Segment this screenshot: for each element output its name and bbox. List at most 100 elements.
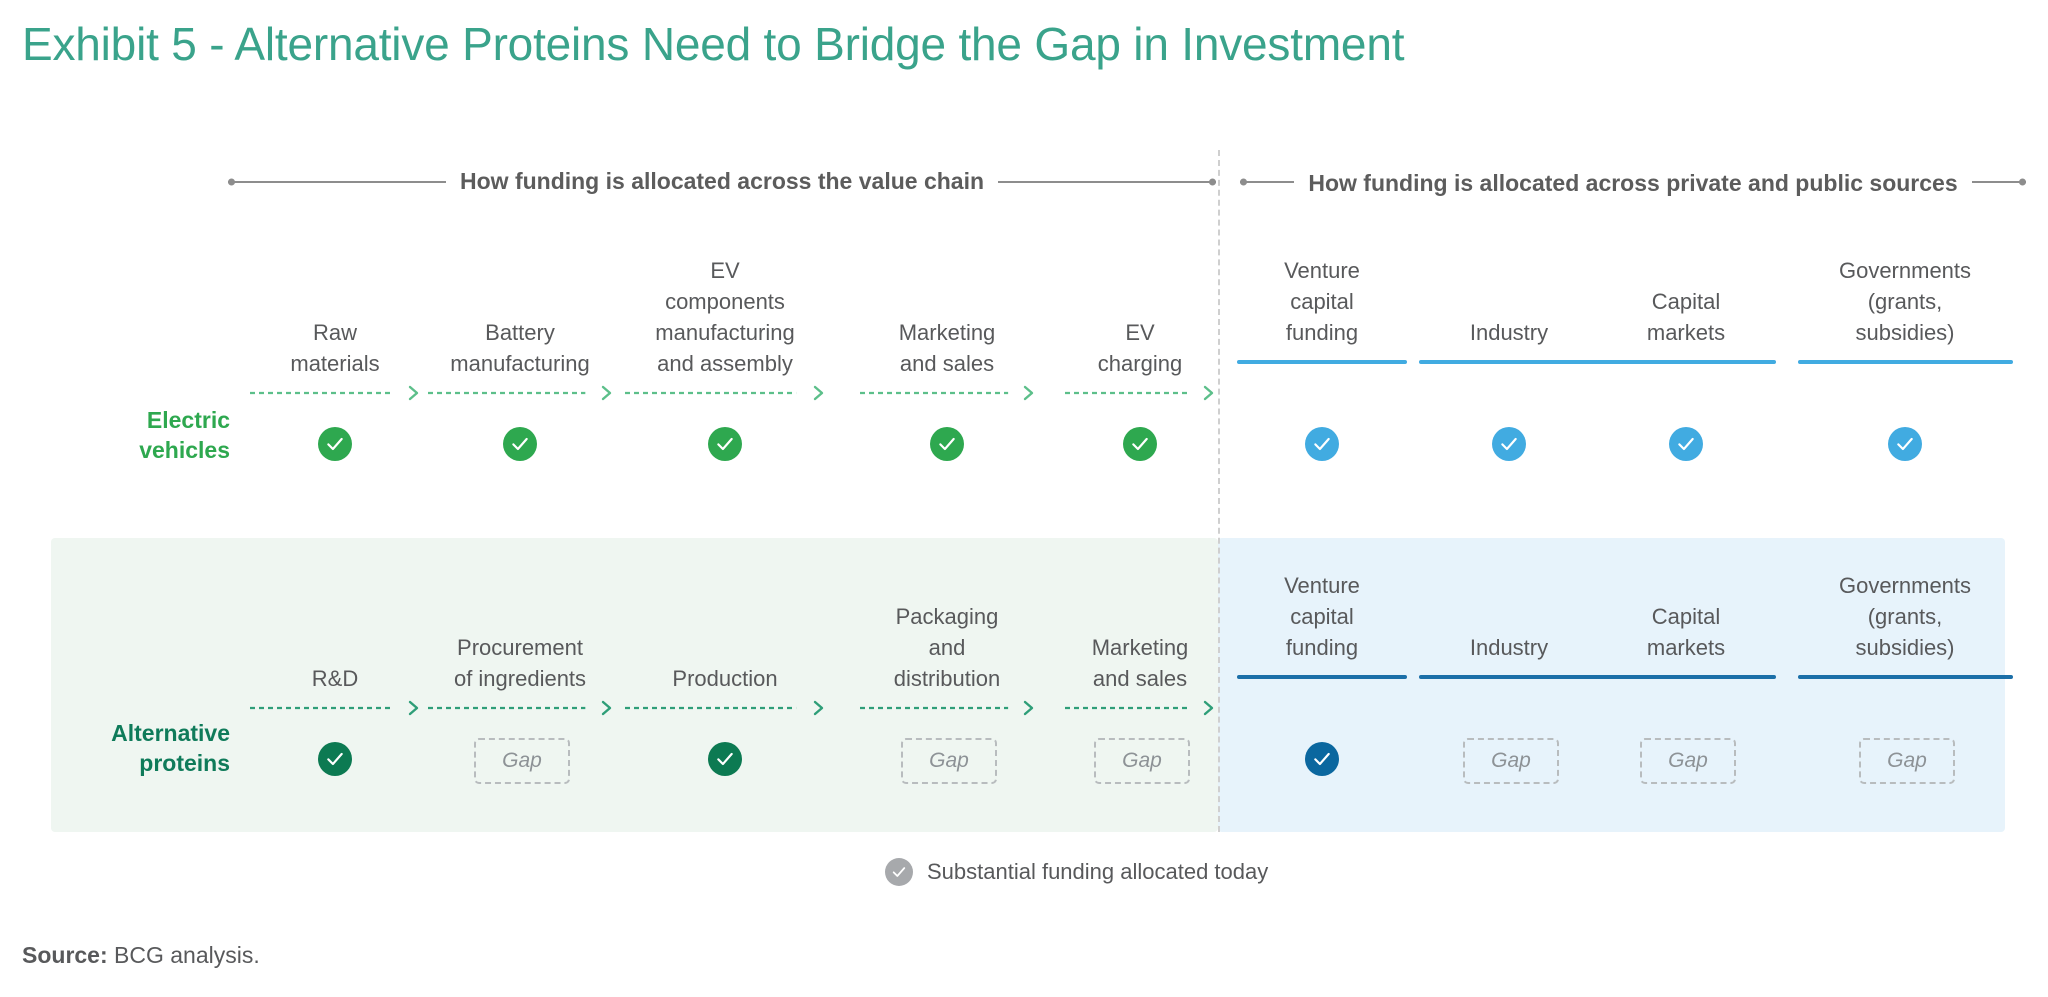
caption-line: and sales <box>899 351 995 376</box>
caption-line: subsidies) <box>1855 320 1955 345</box>
caption-line: markets <box>1646 320 1726 345</box>
gap-label: Gap <box>502 749 542 772</box>
column-caption: Governments (grants, subsidies) <box>1813 255 1998 348</box>
section-rule-left <box>1240 181 1295 183</box>
gap-label: Gap <box>1887 749 1927 772</box>
section-rule-right <box>1971 181 2026 183</box>
caption-line: manufacturing <box>655 320 795 345</box>
caption-line: funding <box>1285 320 1359 345</box>
caption-line: Venture <box>1284 573 1360 598</box>
caption-line: components <box>665 289 785 314</box>
source-text: BCG analysis. <box>107 942 260 968</box>
column-caption: Packaging and distribution <box>860 601 1035 694</box>
value-chain-arrow-icon <box>428 385 613 401</box>
caption-line: Capital <box>1651 289 1721 314</box>
column-caption: Marketing and sales <box>1065 632 1215 694</box>
source-underline <box>1797 675 2013 679</box>
caption-line: capital <box>1290 604 1354 629</box>
section-header-sources: How funding is allocated across private … <box>1240 168 2026 198</box>
column-alternative-proteins-src-3: Governments (grants, subsidies) <box>1797 570 2013 679</box>
row-label-line-1: Alternative <box>111 720 230 746</box>
row-label-electric-vehicles: Electric vehicles <box>40 405 230 465</box>
gap-badge: Gap <box>1859 738 1955 784</box>
column-caption: R&D <box>250 663 420 694</box>
gap-label: Gap <box>1668 749 1708 772</box>
caption-line: of ingredients <box>453 666 587 691</box>
check-circle-icon <box>930 427 964 461</box>
gap-badge: Gap <box>1463 738 1559 784</box>
caption-line: Packaging <box>895 604 999 629</box>
caption-line: subsidies) <box>1855 635 1955 660</box>
gap-label: Gap <box>1491 749 1531 772</box>
caption-line: (grants, <box>1867 604 1943 629</box>
caption-line: and sales <box>1092 666 1188 691</box>
caption-line: Governments <box>1838 258 1972 283</box>
legend-label: Substantial funding allocated today <box>927 859 1269 884</box>
gap-badge: Gap <box>901 738 997 784</box>
caption-line: funding <box>1285 635 1359 660</box>
check-circle-icon <box>708 742 742 776</box>
caption-line: Industry <box>1469 635 1549 660</box>
column-caption: Governments (grants, subsidies) <box>1813 570 1998 663</box>
check-circle-icon <box>1305 742 1339 776</box>
check-circle-icon <box>1305 427 1339 461</box>
caption-line: R&D <box>311 666 359 691</box>
gap-badge: Gap <box>1640 738 1736 784</box>
check-circle-icon <box>1492 427 1526 461</box>
section-header-value-chain-label: How funding is allocated across the valu… <box>460 168 985 194</box>
value-chain-arrow-icon <box>860 385 1035 401</box>
column-alternative-proteins-vc-0: R&D <box>250 570 420 716</box>
caption-line: Industry <box>1469 320 1549 345</box>
caption-line: Production <box>672 666 778 691</box>
column-electric-vehicles-src-3: Governments (grants, subsidies) <box>1797 255 2013 364</box>
value-chain-arrow-icon <box>1065 700 1215 716</box>
check-circle-icon <box>1888 427 1922 461</box>
gap-label: Gap <box>929 749 969 772</box>
column-caption: Procurement of ingredients <box>428 632 613 694</box>
check-circle-icon <box>708 427 742 461</box>
caption-line: distribution <box>893 666 1001 691</box>
section-header-value-chain: How funding is allocated across the valu… <box>228 168 1217 195</box>
caption-line: Venture <box>1284 258 1360 283</box>
caption-line: capital <box>1290 289 1354 314</box>
row-label-line-2: vehicles <box>139 437 230 463</box>
value-chain-arrow-icon <box>428 700 613 716</box>
value-chain-arrow-icon <box>250 700 420 716</box>
column-alternative-proteins-vc-3: Packaging and distribution <box>860 570 1035 716</box>
row-label-alternative-proteins: Alternative proteins <box>20 718 230 778</box>
source-underline <box>1596 675 1776 679</box>
source-underline <box>1419 360 1599 364</box>
alternative-proteins-value-chain-band <box>51 538 1218 832</box>
gap-label: Gap <box>1122 749 1162 772</box>
page-title: Exhibit 5 - Alternative Proteins Need to… <box>22 18 1405 70</box>
source-underline <box>1237 360 1407 364</box>
caption-line: Procurement <box>457 635 583 660</box>
column-caption: Capital markets <box>1611 286 1761 348</box>
source-underline <box>1419 675 1599 679</box>
source-underline <box>1237 675 1407 679</box>
caption-line: (grants, <box>1867 289 1943 314</box>
column-caption: Industry <box>1434 317 1584 348</box>
column-alternative-proteins-vc-4: Marketing and sales <box>1065 570 1215 716</box>
check-circle-icon <box>1669 427 1703 461</box>
column-alternative-proteins-src-0: Venture capital funding <box>1237 570 1407 679</box>
caption-line: and <box>928 635 966 660</box>
caption-line: Raw <box>312 320 357 345</box>
column-electric-vehicles-src-2: Capital markets <box>1596 255 1776 364</box>
check-circle-icon <box>318 742 352 776</box>
section-rule-left <box>228 180 446 183</box>
caption-line: Marketing <box>1091 635 1189 660</box>
column-alternative-proteins-vc-1: Procurement of ingredients <box>428 570 613 716</box>
row-label-line-1: Electric <box>146 407 230 433</box>
column-caption: Venture capital funding <box>1252 255 1392 348</box>
value-chain-arrow-icon <box>625 385 825 401</box>
caption-line: Governments <box>1838 573 1972 598</box>
source-underline <box>1797 360 2013 364</box>
